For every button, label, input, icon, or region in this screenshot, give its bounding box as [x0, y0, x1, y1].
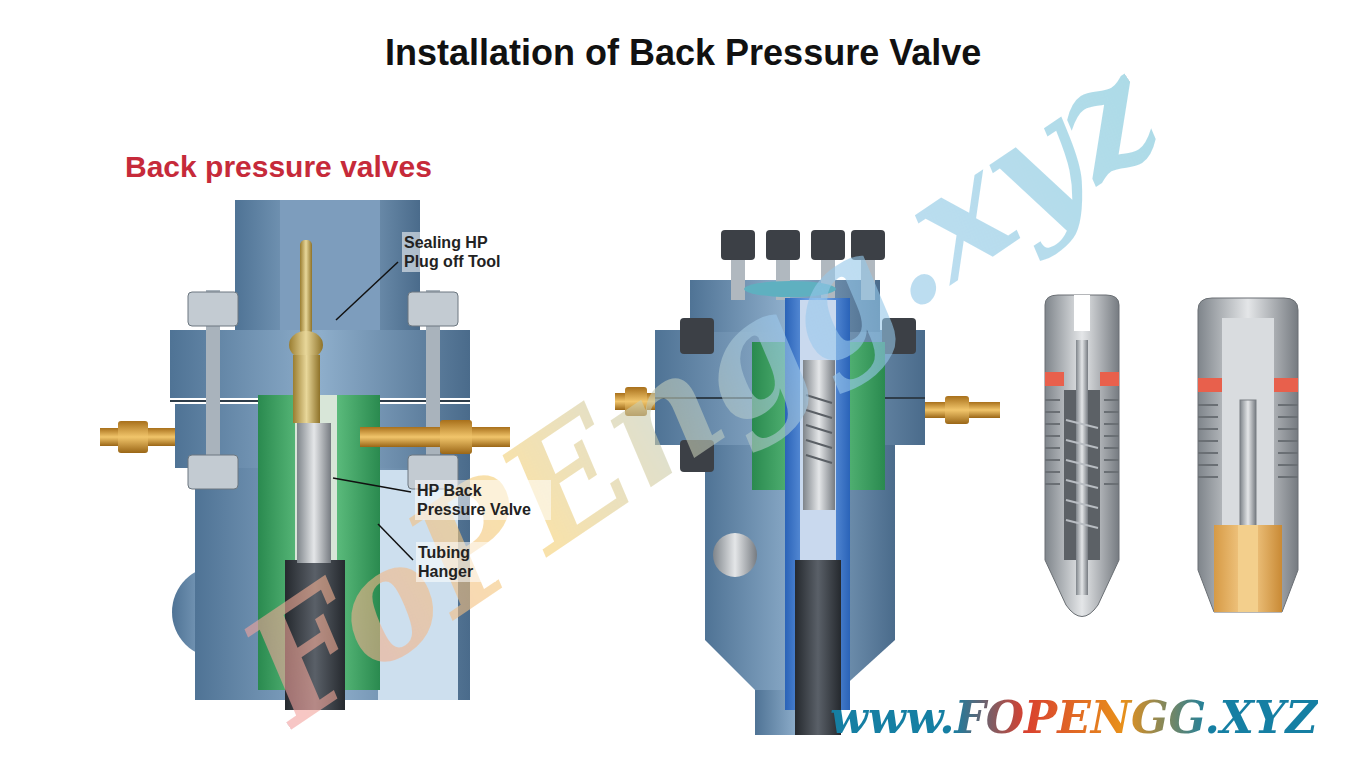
seal-band [1045, 372, 1064, 386]
page-title: Installation of Back Pressure Valve [385, 32, 981, 74]
part-label: Tubing Hanger [416, 542, 496, 582]
slot [1074, 295, 1090, 331]
nut [188, 292, 238, 326]
seat [1214, 525, 1282, 612]
port-nut [945, 396, 969, 424]
seat-bore [1238, 525, 1258, 612]
adapter [235, 200, 420, 332]
seal-band [1198, 378, 1222, 392]
poppet [1240, 400, 1256, 540]
spring [1066, 420, 1098, 528]
tool-body [293, 355, 320, 423]
stem [1076, 340, 1088, 595]
part-label: Sealing HP Plug off Tool [402, 232, 526, 272]
threads [1198, 405, 1298, 477]
threads [1045, 400, 1119, 484]
valve-one [1045, 295, 1119, 617]
valve-two [1198, 298, 1298, 612]
plug-off-tool-stem [300, 240, 312, 335]
nut [408, 292, 458, 326]
nut [188, 455, 238, 489]
leader-line [336, 262, 398, 320]
port-nut [118, 421, 148, 453]
seal-band [1274, 378, 1298, 392]
part-label: HP Back Pressure Valve [415, 480, 551, 520]
tool-collar [289, 331, 323, 359]
watermark-url: www.FOPENGG.XYZ [830, 692, 1318, 743]
bore [280, 200, 380, 332]
valve-body [1198, 298, 1298, 612]
valve-body [1045, 295, 1119, 617]
seal-band [1100, 372, 1119, 386]
section-heading: Back pressure valves [125, 150, 432, 184]
lock-screw [713, 533, 757, 577]
